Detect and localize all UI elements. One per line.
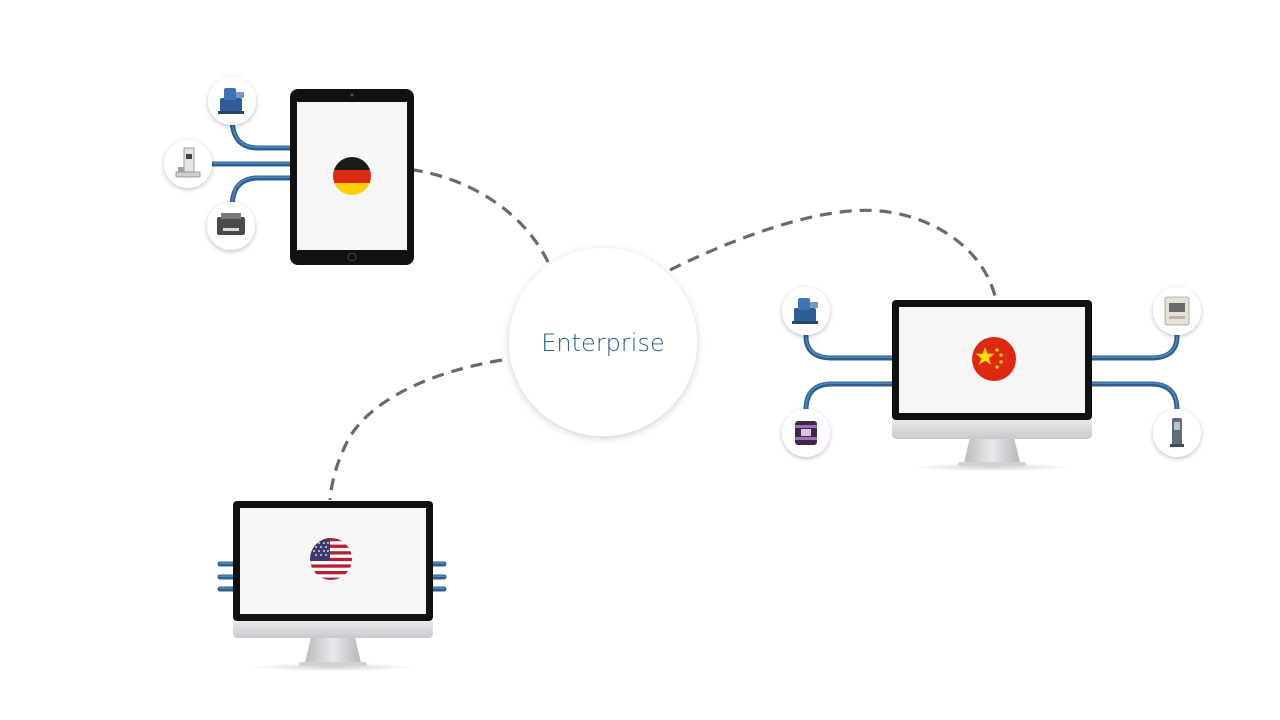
tablet-camera-icon	[350, 93, 354, 97]
china-desktop-monitor[interactable]	[892, 300, 1092, 471]
enterprise-hub[interactable]: Enterprise	[509, 248, 697, 436]
monitor-chin	[892, 420, 1092, 439]
monitor-chin	[233, 621, 433, 638]
usa-desktop-monitor[interactable]	[233, 501, 433, 671]
usa-flag-icon	[310, 538, 352, 580]
germany-flag-icon	[333, 157, 371, 195]
monitor-base	[299, 662, 367, 666]
printer-instrument-icon[interactable]	[207, 202, 255, 250]
monitor-stand	[964, 437, 1020, 463]
monitor-stand	[305, 637, 361, 663]
analyzer-instrument-icon[interactable]	[782, 287, 830, 335]
site-usa	[217, 501, 447, 671]
hub-label: Enterprise	[541, 329, 664, 357]
connection-hub-china	[669, 208, 998, 301]
connection-hub-usa	[328, 358, 503, 501]
tablet-device[interactable]	[290, 89, 414, 265]
monitor-shadow	[912, 463, 1072, 471]
china-flag-icon	[972, 337, 1016, 381]
connections	[328, 168, 998, 501]
hub-circle	[509, 248, 697, 436]
usa-cables	[217, 561, 447, 592]
monitor-base	[958, 462, 1026, 466]
sample-cup-instrument-icon[interactable]	[782, 409, 830, 457]
site-china	[782, 287, 1201, 471]
dispenser-instrument-icon[interactable]	[1153, 409, 1201, 457]
monitor-shadow	[251, 663, 415, 671]
site-germany	[164, 77, 414, 265]
connection-hub-germany	[413, 168, 550, 263]
tablet-home-button	[347, 252, 357, 262]
balance-instrument-icon[interactable]	[164, 140, 212, 188]
oven-instrument-icon[interactable]	[1153, 287, 1201, 335]
china-cables	[803, 333, 1180, 413]
germany-cables	[205, 115, 293, 211]
analyzer-instrument-icon[interactable]	[208, 77, 256, 125]
